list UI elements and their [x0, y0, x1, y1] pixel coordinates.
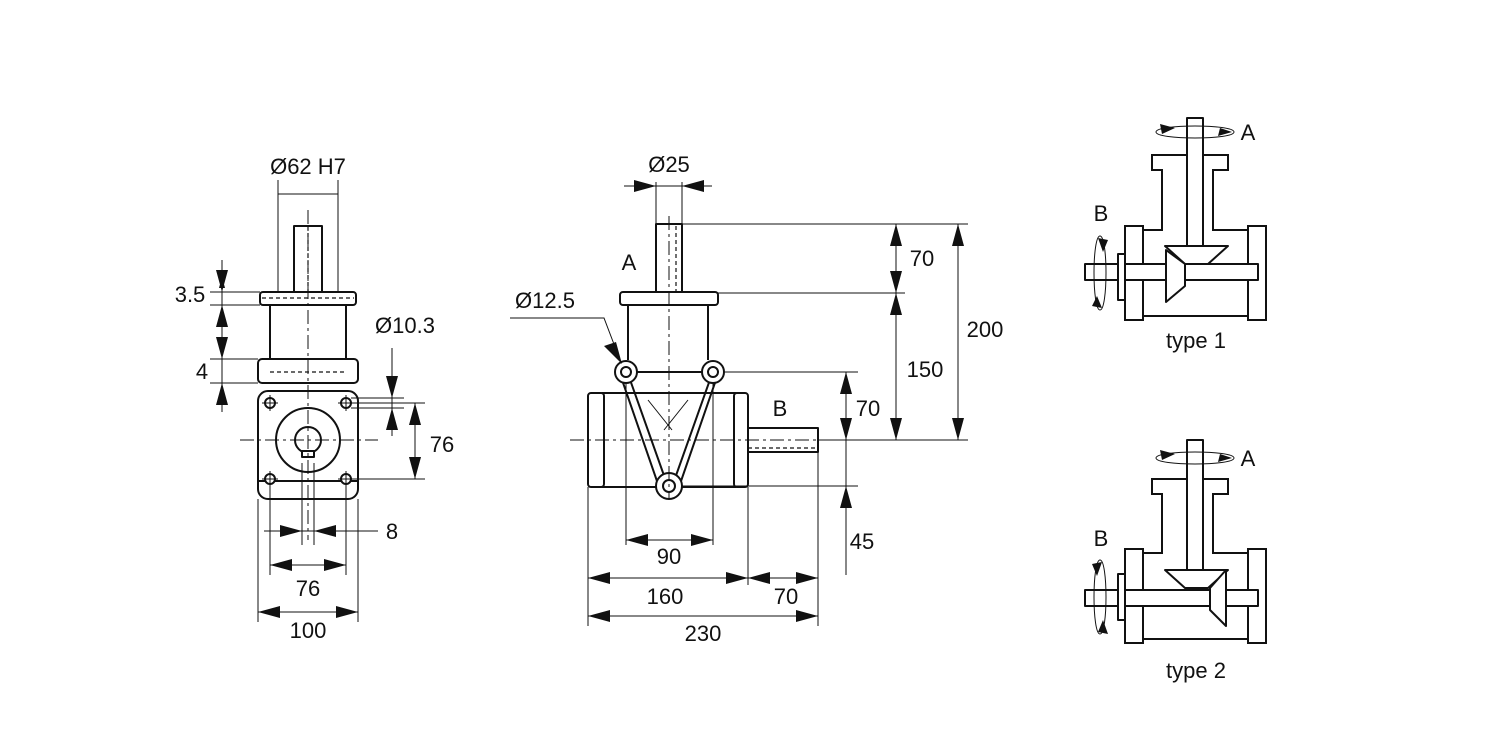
type1-shaft-a — [1186, 117, 1204, 247]
dim-pin-diameter: Ø12.5 — [515, 288, 575, 313]
dim-shaft-diameter: Ø25 — [648, 152, 690, 177]
dim-lower-pin: 45 — [850, 529, 874, 554]
dim-shaft-b-length: 70 — [774, 584, 798, 609]
type2-label-b: B — [1094, 526, 1109, 551]
type1-caption: type 1 — [1166, 328, 1226, 353]
type1-label-b: B — [1094, 201, 1109, 226]
dim-axis-height: 150 — [907, 357, 944, 382]
type2-gear-b — [1209, 569, 1227, 627]
dim-hole-spacing-horizontal: 76 — [296, 576, 320, 601]
dim-offset: 8 — [386, 519, 398, 544]
type1-label-a: A — [1241, 120, 1256, 145]
type2-schematic: A B type 2 — [1084, 439, 1267, 683]
dim-shaft-a-length: 70 — [910, 246, 934, 271]
dim-hub-thickness: 4 — [196, 359, 208, 384]
dim-housing-width: 160 — [647, 584, 684, 609]
type2-label-a: A — [1241, 446, 1256, 471]
type2-shaft-a — [1186, 439, 1204, 571]
dim-hole-spacing-vertical: 76 — [430, 432, 454, 457]
dim-bore-diameter: Ø62 H7 — [270, 154, 346, 179]
dim-width: 100 — [290, 618, 327, 643]
type1-schematic: A B type 1 — [1084, 117, 1267, 353]
dim-hole-diameter: Ø10.3 — [375, 313, 435, 338]
type2-gear-a — [1164, 569, 1229, 589]
front-label-b: B — [773, 396, 788, 421]
type1-gear-b — [1165, 249, 1186, 303]
dim-pin-to-axis: 70 — [856, 396, 880, 421]
dim-flange-thickness: 3.5 — [175, 282, 206, 307]
side-view: Ø62 H7 3.5 4 Ø10.3 76 8 76 100 — [175, 154, 455, 643]
front-label-a: A — [622, 250, 637, 275]
type2-caption: type 2 — [1166, 658, 1226, 683]
dim-total-height: 200 — [967, 317, 1004, 342]
dim-pin-spacing: 90 — [657, 544, 681, 569]
front-view: Ø25 A B Ø12.5 70 150 200 70 45 90 160 70… — [510, 152, 1003, 646]
dim-overall-width: 230 — [685, 621, 722, 646]
type2-shaft-b — [1084, 589, 1259, 607]
